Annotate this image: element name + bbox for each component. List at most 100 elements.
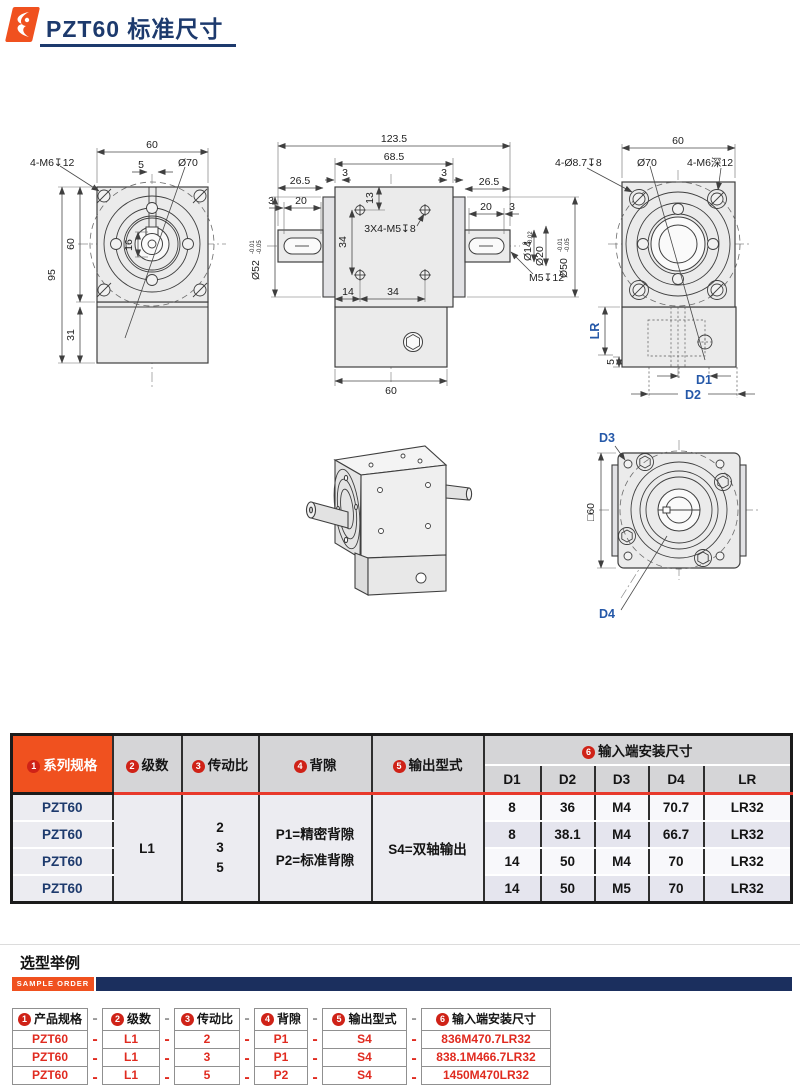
rear-cbores-label: 4-Ø8.7↧8 bbox=[555, 157, 602, 169]
isometric-view-drawing bbox=[305, 445, 473, 596]
sample-cell: L1 bbox=[102, 1048, 160, 1067]
d3-cell: M4 bbox=[594, 793, 650, 822]
side-screws-label: 3X4-M5↧8 bbox=[364, 223, 416, 235]
isometric-geometry bbox=[305, 445, 473, 596]
dim-key-width: 5 bbox=[138, 159, 144, 171]
dia-52-label: Ø52 bbox=[250, 260, 262, 280]
num-badge: 6 bbox=[435, 1013, 449, 1026]
bottom-view-geometry bbox=[599, 440, 759, 599]
dim-lr-label: LR bbox=[588, 323, 602, 340]
dia-52-tol-lower: -0.05 bbox=[257, 240, 263, 254]
front-view-dimensions: 60 5 Ø70 4-M6↧12 95 60 31 16 bbox=[30, 139, 209, 364]
d3-cell: M5 bbox=[594, 875, 650, 904]
num-badge: 5 bbox=[332, 1013, 346, 1026]
sample-cell: S4 bbox=[322, 1030, 407, 1049]
d3-cell: M4 bbox=[594, 821, 650, 849]
num-badge: 4 bbox=[260, 1013, 274, 1026]
sample-cell: PZT60 bbox=[12, 1048, 88, 1067]
page-title: PZT60 标准尺寸 bbox=[46, 16, 224, 42]
sample-order-badge: SAMPLE ORDER bbox=[12, 977, 94, 991]
d4-cell: 70 bbox=[648, 848, 705, 876]
sample-cell: L1 bbox=[102, 1030, 160, 1049]
d1-cell: 8 bbox=[483, 793, 542, 822]
dia-bolt-circle-label: Ø70 bbox=[178, 157, 198, 169]
lr-cell: LR32 bbox=[703, 821, 792, 849]
dim-key-off-right: 3 bbox=[509, 201, 515, 213]
num-badge: 6 bbox=[582, 746, 595, 759]
backlash-cell: P1=精密背隙 P2=标准背隙 bbox=[258, 793, 373, 903]
sample-cell: 1450M470LR32 bbox=[421, 1066, 551, 1085]
d4-cell: 70 bbox=[648, 875, 705, 904]
lr-cell: LR32 bbox=[703, 875, 792, 904]
d1-cell: 14 bbox=[483, 875, 542, 904]
lr-cell: LR32 bbox=[703, 848, 792, 876]
rear-view-dimensions: 60 4-Ø8.7↧8 Ø70 4-M6深12 LR 5 D1 D2 bbox=[555, 135, 755, 402]
dash-column: ---- bbox=[244, 1010, 250, 1086]
dim-side-total: 123.5 bbox=[381, 133, 407, 145]
series-cell: PZT60 bbox=[11, 793, 114, 822]
num-badge: 5 bbox=[392, 760, 406, 773]
dash-column: ---- bbox=[411, 1010, 417, 1086]
tap-m5-label: M5↧12 bbox=[529, 272, 564, 284]
dia-50-label: Ø50 bbox=[558, 258, 570, 278]
dim-rear-width: 60 bbox=[672, 135, 684, 147]
sample-cell: 838.1M466.7LR32 bbox=[421, 1048, 551, 1067]
side-view-drawing: 123.5 68.5 3 3 26.5 26.5 3 20 20 3 bbox=[250, 133, 579, 397]
section-divider bbox=[0, 944, 800, 945]
sample-cell: S4 bbox=[322, 1066, 407, 1085]
series-cell: PZT60 bbox=[11, 821, 114, 849]
dim-rear-5: 5 bbox=[605, 359, 617, 365]
sample-cell: 5 bbox=[174, 1066, 240, 1085]
dia-20-label: Ø20 bbox=[534, 246, 546, 266]
dim-block-height: 31 bbox=[65, 329, 77, 341]
sample-cell: P1 bbox=[254, 1048, 308, 1067]
header-d1: D1 bbox=[483, 765, 542, 795]
header-d2: D2 bbox=[540, 765, 596, 795]
series-cell: PZT60 bbox=[11, 848, 114, 876]
dim-34-bottom: 34 bbox=[387, 286, 399, 298]
sample-cell: 836M470.7LR32 bbox=[421, 1030, 551, 1049]
d1-cell: 8 bbox=[483, 821, 542, 849]
header-d4: D4 bbox=[648, 765, 705, 795]
d4-cell: 66.7 bbox=[648, 821, 705, 849]
dash-column: ---- bbox=[164, 1010, 170, 1086]
output-cell: S4=双轴输出 bbox=[371, 793, 485, 903]
sample-order-title: 选型举例 bbox=[20, 955, 81, 972]
dash-column: ---- bbox=[312, 1010, 318, 1086]
d2-cell: 50 bbox=[540, 848, 596, 876]
num-badge: 1 bbox=[17, 1013, 31, 1026]
dim-13: 13 bbox=[364, 192, 376, 204]
num-badge: 3 bbox=[180, 1013, 194, 1026]
sample-cell: P1 bbox=[254, 1030, 308, 1049]
header-d3: D3 bbox=[594, 765, 650, 795]
rear-view-drawing: 60 4-Ø8.7↧8 Ø70 4-M6深12 LR 5 D1 D2 bbox=[555, 135, 755, 402]
dim-d2-label: D2 bbox=[685, 388, 701, 402]
d2-cell: 36 bbox=[540, 793, 596, 822]
dash-column: ---- bbox=[92, 1010, 98, 1086]
sample-order-bar bbox=[96, 977, 792, 991]
front-screws-label: 4-M6↧12 bbox=[30, 157, 75, 169]
series-cell: PZT60 bbox=[11, 875, 114, 903]
dim-square-60: □60 bbox=[585, 503, 597, 521]
sample-cell: S4 bbox=[322, 1048, 407, 1067]
d2-cell: 38.1 bbox=[540, 821, 596, 849]
d3-cell: M4 bbox=[594, 848, 650, 876]
brand-logo-icon bbox=[4, 7, 41, 42]
sample-cell: PZT60 bbox=[12, 1066, 88, 1085]
sample-cell: P2 bbox=[254, 1066, 308, 1085]
dim-d1-label: D1 bbox=[696, 373, 712, 387]
dim-flange-height: 60 bbox=[65, 238, 77, 250]
num-badge: 4 bbox=[293, 760, 307, 773]
